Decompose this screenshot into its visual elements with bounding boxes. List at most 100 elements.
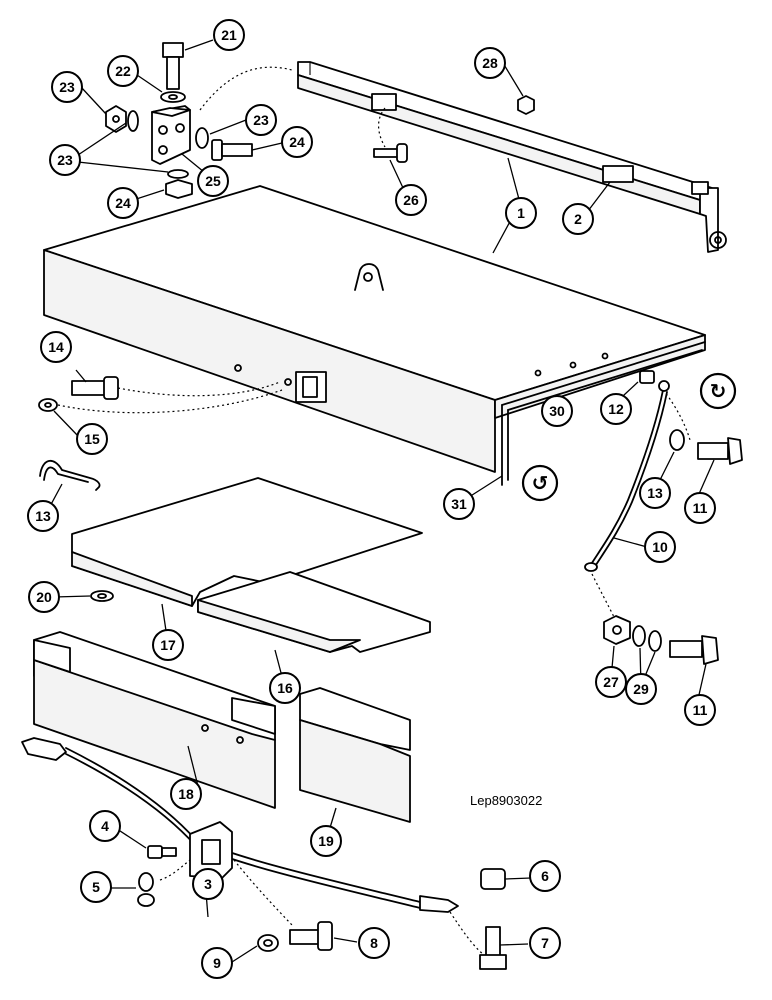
callout-27: 27: [595, 666, 627, 698]
main-box: [43, 185, 706, 473]
callout-number: 28: [482, 55, 498, 71]
callout-4: 4: [89, 810, 121, 842]
callout-13: 13: [27, 500, 59, 532]
plate-18: [71, 477, 423, 607]
callout-circle: [541, 395, 573, 427]
callout-number: 1: [517, 205, 525, 221]
callout-11: 11: [684, 492, 716, 524]
callout-28: 28: [474, 47, 506, 79]
nut-24-left: [105, 105, 127, 133]
callout-circle: [505, 197, 537, 229]
callout-12: 12: [600, 393, 632, 425]
callout-number: 23: [253, 112, 269, 128]
callout-number: 27: [603, 674, 619, 690]
callout-8: 8: [358, 927, 390, 959]
washer-23-lower: [167, 169, 189, 179]
callout-6: 6: [529, 860, 561, 892]
spacer-12: [639, 370, 655, 384]
callout-circle: [639, 477, 671, 509]
drawing-reference: Lep8903022: [470, 793, 542, 808]
earth-strap-10: [584, 380, 670, 572]
callout-circle: [600, 393, 632, 425]
callout-circle: [107, 187, 139, 219]
callout-26: 26: [395, 184, 427, 216]
callout-circle: [197, 165, 229, 197]
washer-9: [257, 934, 279, 952]
bolt-22: [162, 42, 184, 90]
callout-number: 25: [205, 173, 221, 189]
bolt-15: [71, 376, 119, 400]
callout-1: 1: [505, 197, 537, 229]
callout-circle: [281, 126, 313, 158]
callout-number: 11: [693, 500, 708, 516]
callout-17: 17: [152, 629, 184, 661]
bolt-8: [289, 921, 333, 951]
callout-18: 18: [170, 778, 202, 810]
washer-13-upper: [669, 429, 685, 451]
callout-31: 31: [443, 488, 475, 520]
callout-10: 10: [644, 531, 676, 563]
callout-25: 25: [197, 165, 229, 197]
top-rail: [297, 61, 727, 253]
callout-29: 29: [625, 673, 657, 705]
seal-strip-29-30: [501, 341, 706, 486]
nut-28: [603, 615, 631, 645]
plate-17: [197, 571, 431, 653]
bolt-7: [479, 926, 507, 970]
callout-number: 14: [48, 339, 64, 355]
callout-5: 5: [80, 871, 112, 903]
screw-27: [373, 143, 408, 163]
callout-circle: [595, 666, 627, 698]
washer-23-right: [195, 127, 209, 149]
clamp-3: [189, 821, 233, 879]
bracket-26: [151, 105, 191, 165]
callout-number: 30: [549, 403, 565, 419]
callout-number: 12: [608, 401, 624, 417]
callout-circle: [192, 868, 224, 900]
callout-number: 5: [92, 879, 100, 895]
callout-23: 23: [51, 71, 83, 103]
callout-9: 9: [201, 947, 233, 979]
callout-circle: [152, 629, 184, 661]
block-19: [33, 631, 276, 809]
washer-16: [38, 398, 58, 412]
callout-15: 15: [76, 423, 108, 455]
callout-number: 24: [289, 134, 305, 150]
callout-number: 4: [101, 818, 109, 834]
clip-5: [137, 872, 155, 907]
callout-number: 22: [115, 63, 131, 79]
washer-23-left: [127, 110, 139, 132]
washer-13-lower-a: [632, 625, 646, 647]
callout-20: 20: [28, 581, 60, 613]
callout-number: 13: [35, 508, 51, 524]
washer-23-top: [160, 91, 186, 103]
callout-circle: [213, 19, 245, 51]
block-20: [299, 687, 411, 823]
bolt-11-upper: [697, 437, 743, 465]
callout-circle: [395, 184, 427, 216]
callout-circle: [310, 825, 342, 857]
callout-circle: [529, 860, 561, 892]
callout-number: 15: [84, 431, 100, 447]
callout-number: 20: [36, 589, 52, 605]
callout-circle: [245, 104, 277, 136]
washer-21: [90, 590, 114, 602]
callout-3: 3: [192, 868, 224, 900]
callout-number: 19: [318, 833, 334, 849]
callout-24: 24: [107, 187, 139, 219]
callout-number: 24: [115, 195, 131, 211]
callout-11: 11: [684, 694, 716, 726]
callout-13: 13: [639, 477, 671, 509]
callout-number: 6: [541, 868, 549, 884]
callout-14: 14: [40, 331, 72, 363]
callout-number: 29: [633, 681, 649, 697]
callout-circle: [170, 778, 202, 810]
callout-circle: [443, 488, 475, 520]
callout-circle: [27, 500, 59, 532]
callout-number: 2: [574, 211, 582, 227]
rotate-symbol-left: ↺: [521, 464, 559, 502]
screw-4: [147, 845, 177, 859]
callout-number: 26: [403, 192, 419, 208]
callout-number: 23: [57, 152, 73, 168]
callout-number: 18: [178, 786, 194, 802]
